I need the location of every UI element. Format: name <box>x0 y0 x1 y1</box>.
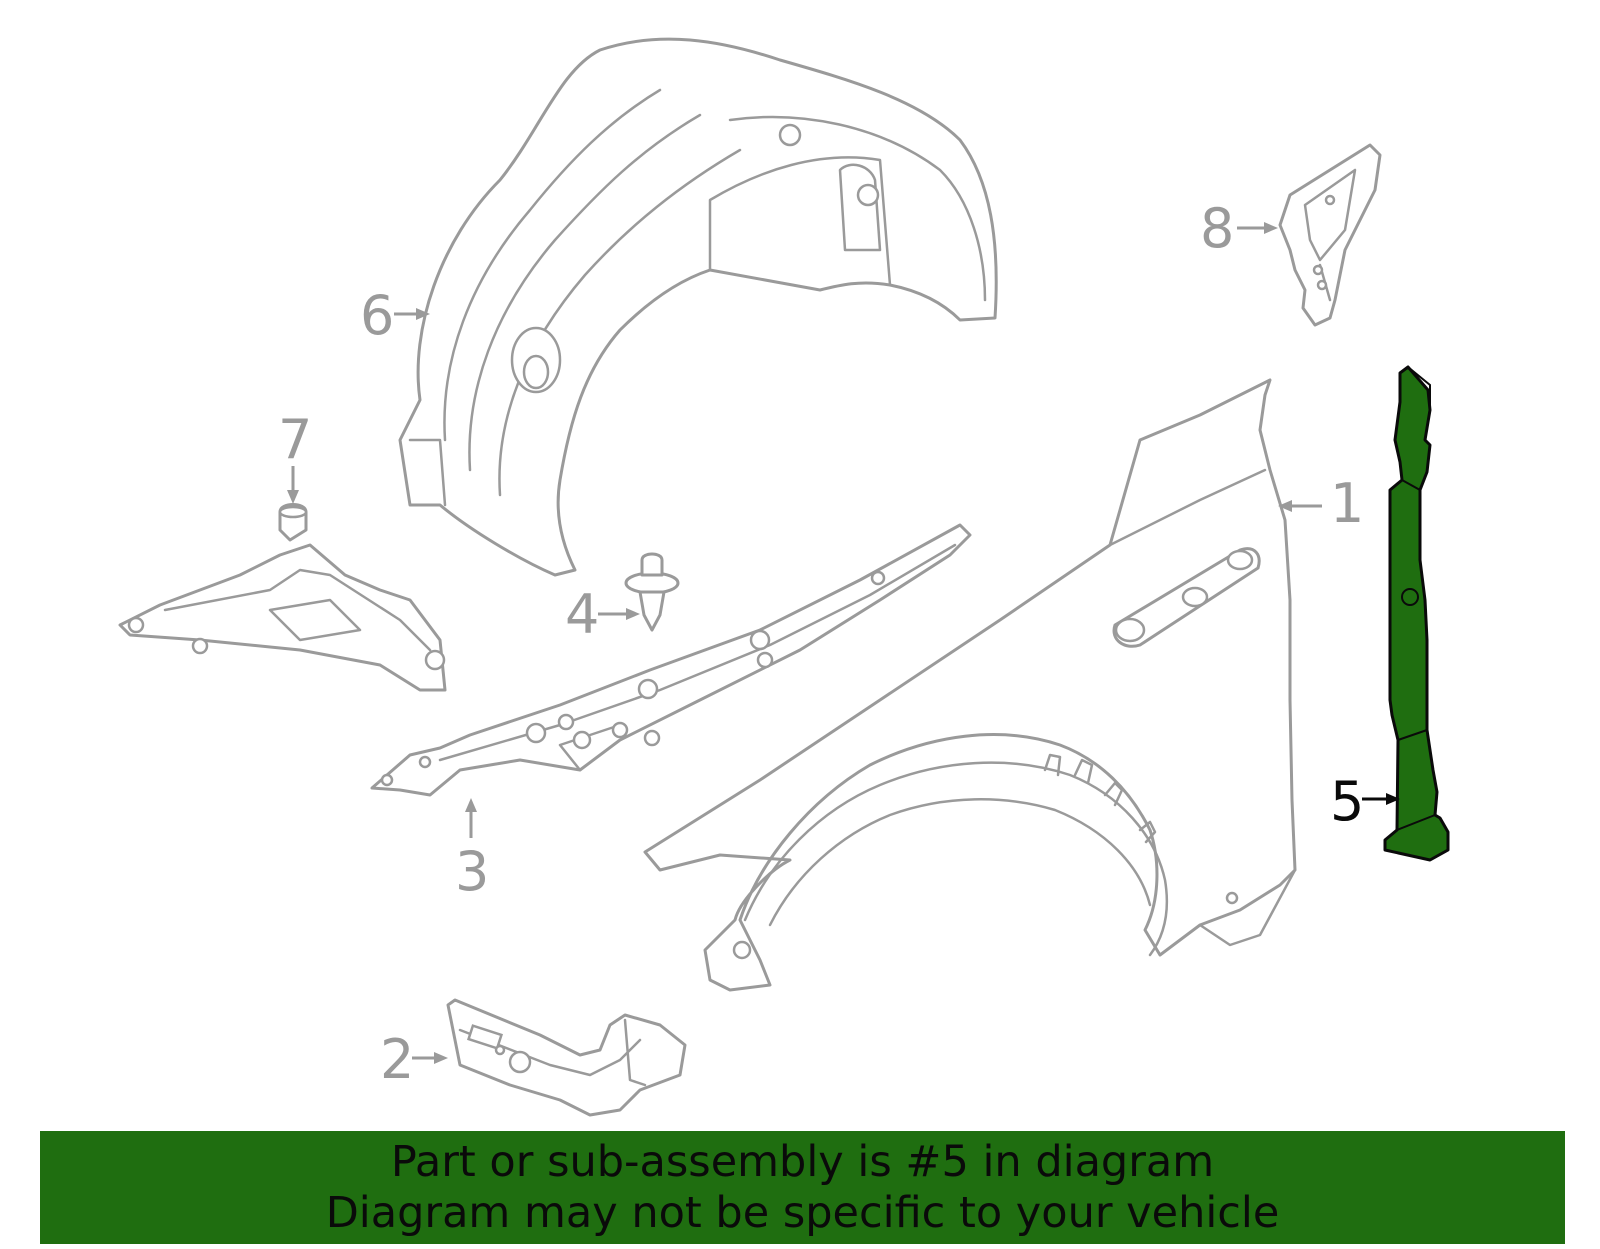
svg-text:5: 5 <box>1330 770 1364 833</box>
part-4-clip[interactable] <box>624 552 680 632</box>
banner-line-1: Part or sub-assembly is #5 in diagram <box>390 1137 1215 1187</box>
part-8-bracket[interactable] <box>1278 143 1382 327</box>
callout-1: 1 <box>1278 472 1364 535</box>
svg-text:2: 2 <box>380 1028 414 1091</box>
callout-3: 3 <box>455 798 489 903</box>
part-6-fender-liner[interactable] <box>398 37 998 577</box>
callout-8: 8 <box>1200 197 1278 260</box>
svg-text:1: 1 <box>1330 472 1364 535</box>
part-1-fender[interactable] <box>643 378 1297 992</box>
part-3-upper-rail[interactable] <box>370 523 972 797</box>
info-banner: Part or sub-assembly is #5 in diagram Di… <box>40 1131 1565 1244</box>
callout-6: 6 <box>360 284 430 347</box>
callout-4: 4 <box>565 583 640 646</box>
svg-text:3: 3 <box>455 840 489 903</box>
svg-text:4: 4 <box>565 583 599 646</box>
part-7-lower-bracket[interactable] <box>118 503 447 692</box>
svg-text:8: 8 <box>1200 197 1234 260</box>
svg-text:7: 7 <box>278 408 312 471</box>
callout-5: 5 <box>1330 770 1400 833</box>
part-2-lower-bracket[interactable] <box>446 998 687 1117</box>
callout-2: 2 <box>380 1028 448 1091</box>
svg-text:6: 6 <box>360 284 394 347</box>
callout-7: 7 <box>278 408 312 504</box>
banner-line-2: Diagram may not be specific to your vehi… <box>325 1188 1280 1238</box>
part-5-highlighted-seal[interactable] <box>1383 365 1450 862</box>
